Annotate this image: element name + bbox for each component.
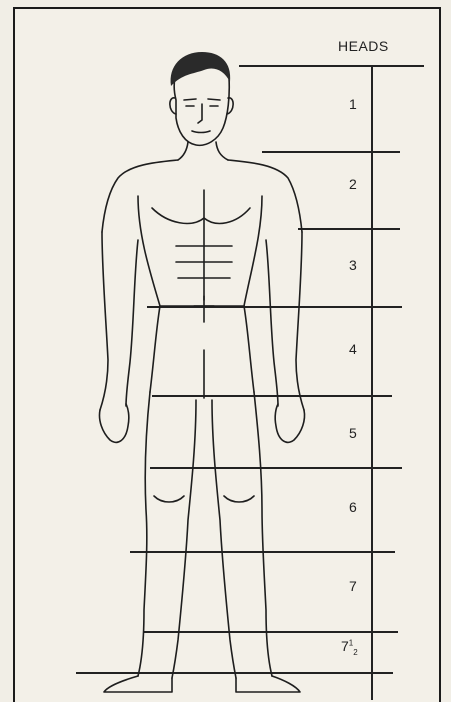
heads-title: HEADS bbox=[338, 38, 389, 54]
head-number-3: 3 bbox=[349, 257, 357, 273]
seven-whole: 7 bbox=[341, 638, 349, 654]
head-number-6: 6 bbox=[349, 499, 357, 515]
head-number-5: 5 bbox=[349, 425, 357, 441]
fraction-denominator: 2 bbox=[353, 648, 357, 657]
fraction-numerator: 1 bbox=[349, 638, 353, 647]
head-number-4: 4 bbox=[349, 341, 357, 357]
head-number-1: 1 bbox=[349, 96, 357, 112]
head-number-2: 2 bbox=[349, 176, 357, 192]
head-number-7: 7 bbox=[349, 578, 357, 594]
head-number-seven-and-half: 712 bbox=[341, 638, 358, 657]
